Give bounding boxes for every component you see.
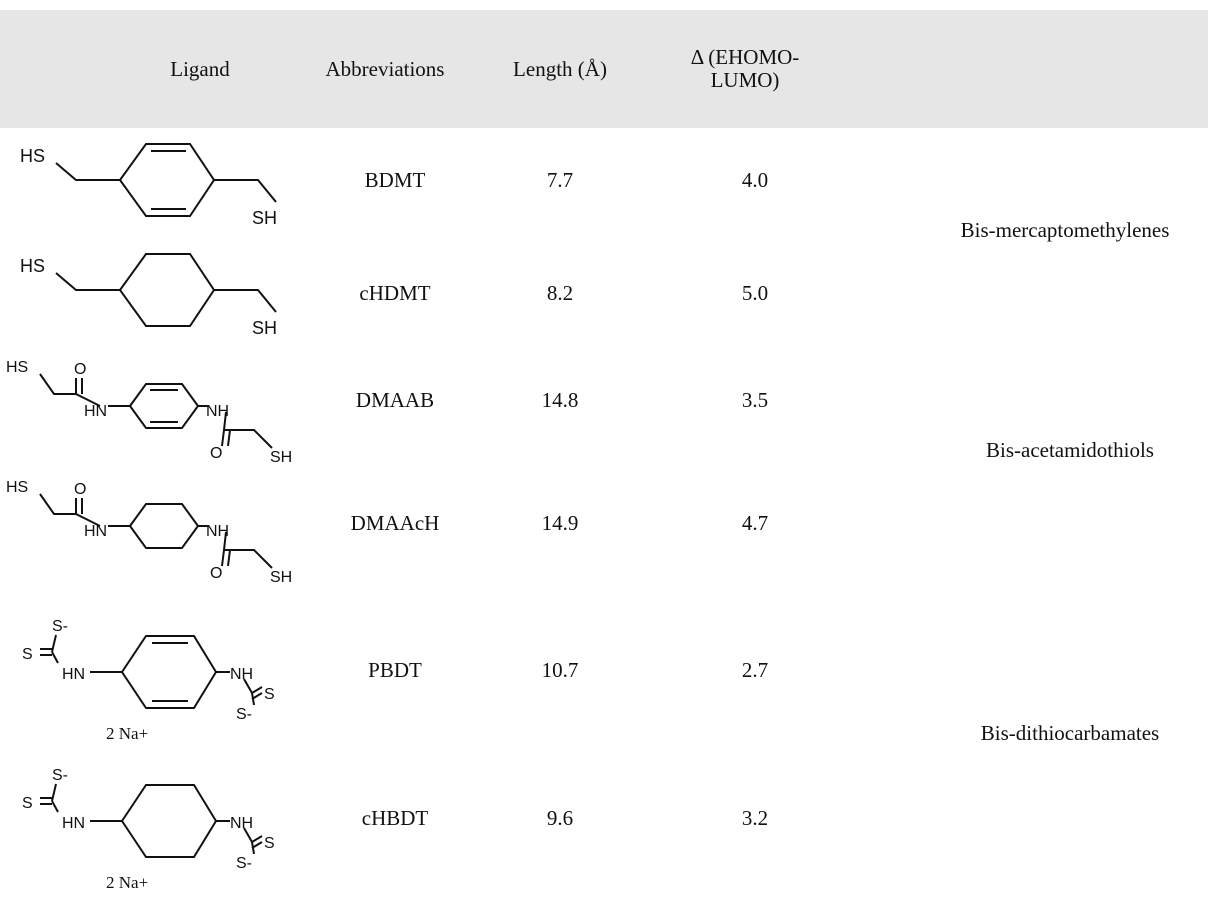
- structure-pbdt: S- S HN NH S S- 2 Na+: [22, 618, 275, 743]
- header-abbreviations: Abbreviations: [325, 56, 445, 81]
- label-hs: HS: [6, 359, 28, 376]
- structure-bdmt: HS SH: [20, 143, 277, 228]
- row-5-abbr: PBDT: [368, 657, 422, 682]
- header-length: Length (Å): [513, 56, 607, 81]
- label-sh: SH: [270, 569, 292, 586]
- label-s: S: [22, 646, 33, 663]
- label-o: O: [210, 565, 222, 582]
- label-hn: HN: [62, 815, 85, 832]
- row-1-abbr: BDMT: [364, 167, 426, 192]
- label-s: S: [22, 795, 33, 812]
- row-1-length: 7.7: [546, 167, 574, 192]
- label-sh: SH: [252, 208, 277, 228]
- row-3-gap: 3.5: [741, 387, 769, 412]
- row-4-gap: 4.7: [741, 510, 769, 535]
- structure-dmaab: HS O HN NH O SH: [6, 359, 292, 466]
- label-sh: SH: [270, 449, 292, 466]
- header-ligand: Ligand: [170, 56, 230, 81]
- label-o: O: [74, 361, 86, 378]
- label-s-anion: S-: [236, 706, 252, 723]
- label-sh: SH: [252, 318, 277, 338]
- group-dithiocarbamates: Bis-dithiocarbamates: [980, 721, 1160, 745]
- row-4-abbr: DMAAcH: [350, 510, 440, 535]
- row-5-gap: 2.7: [741, 657, 769, 682]
- label-hn: HN: [62, 666, 85, 683]
- label-nh: NH: [206, 403, 229, 420]
- label-counter-ion: 2 Na+: [106, 724, 148, 743]
- row-4-length: 14.9: [541, 510, 579, 535]
- label-s-anion: S-: [52, 618, 68, 635]
- row-5-length: 10.7: [541, 657, 579, 682]
- label-nh: NH: [206, 523, 229, 540]
- label-o: O: [210, 445, 222, 462]
- label-s-anion: S-: [236, 855, 252, 872]
- header-gap: Δ (EHOMO-LUMO): [690, 45, 800, 92]
- label-s-anion: S-: [52, 767, 68, 784]
- row-3-abbr: DMAAB: [355, 387, 435, 412]
- group-mercaptomethylenes: Bis-mercaptomethylenes: [960, 218, 1170, 242]
- row-6-gap: 3.2: [741, 805, 769, 830]
- label-s: S: [264, 686, 275, 703]
- label-hn: HN: [84, 403, 107, 420]
- row-3-length: 14.8: [541, 387, 579, 412]
- row-2-gap: 5.0: [741, 280, 769, 305]
- structure-chbdt: S- S HN NH S S- 2 Na+: [22, 767, 275, 892]
- label-hs: HS: [20, 146, 45, 166]
- label-s: S: [264, 835, 275, 852]
- row-2-length: 8.2: [546, 280, 574, 305]
- structure-chdmt: HS SH: [20, 253, 277, 338]
- label-hn: HN: [84, 523, 107, 540]
- label-counter-ion: 2 Na+: [106, 873, 148, 892]
- label-nh: NH: [230, 815, 253, 832]
- row-6-abbr: cHBDT: [361, 805, 429, 830]
- group-acetamidothiols: Bis-acetamidothiols: [986, 438, 1154, 462]
- label-hs: HS: [20, 256, 45, 276]
- row-1-gap: 4.0: [741, 167, 769, 192]
- row-6-length: 9.6: [546, 805, 574, 830]
- label-hs: HS: [6, 479, 28, 496]
- label-o: O: [74, 481, 86, 498]
- table-header: Ligand Abbreviations Length (Å) Δ (EHOMO…: [0, 10, 1208, 128]
- label-nh: NH: [230, 666, 253, 683]
- row-2-abbr: cHDMT: [359, 280, 431, 305]
- structure-dmaach: HS O HN NH O SH: [6, 479, 292, 586]
